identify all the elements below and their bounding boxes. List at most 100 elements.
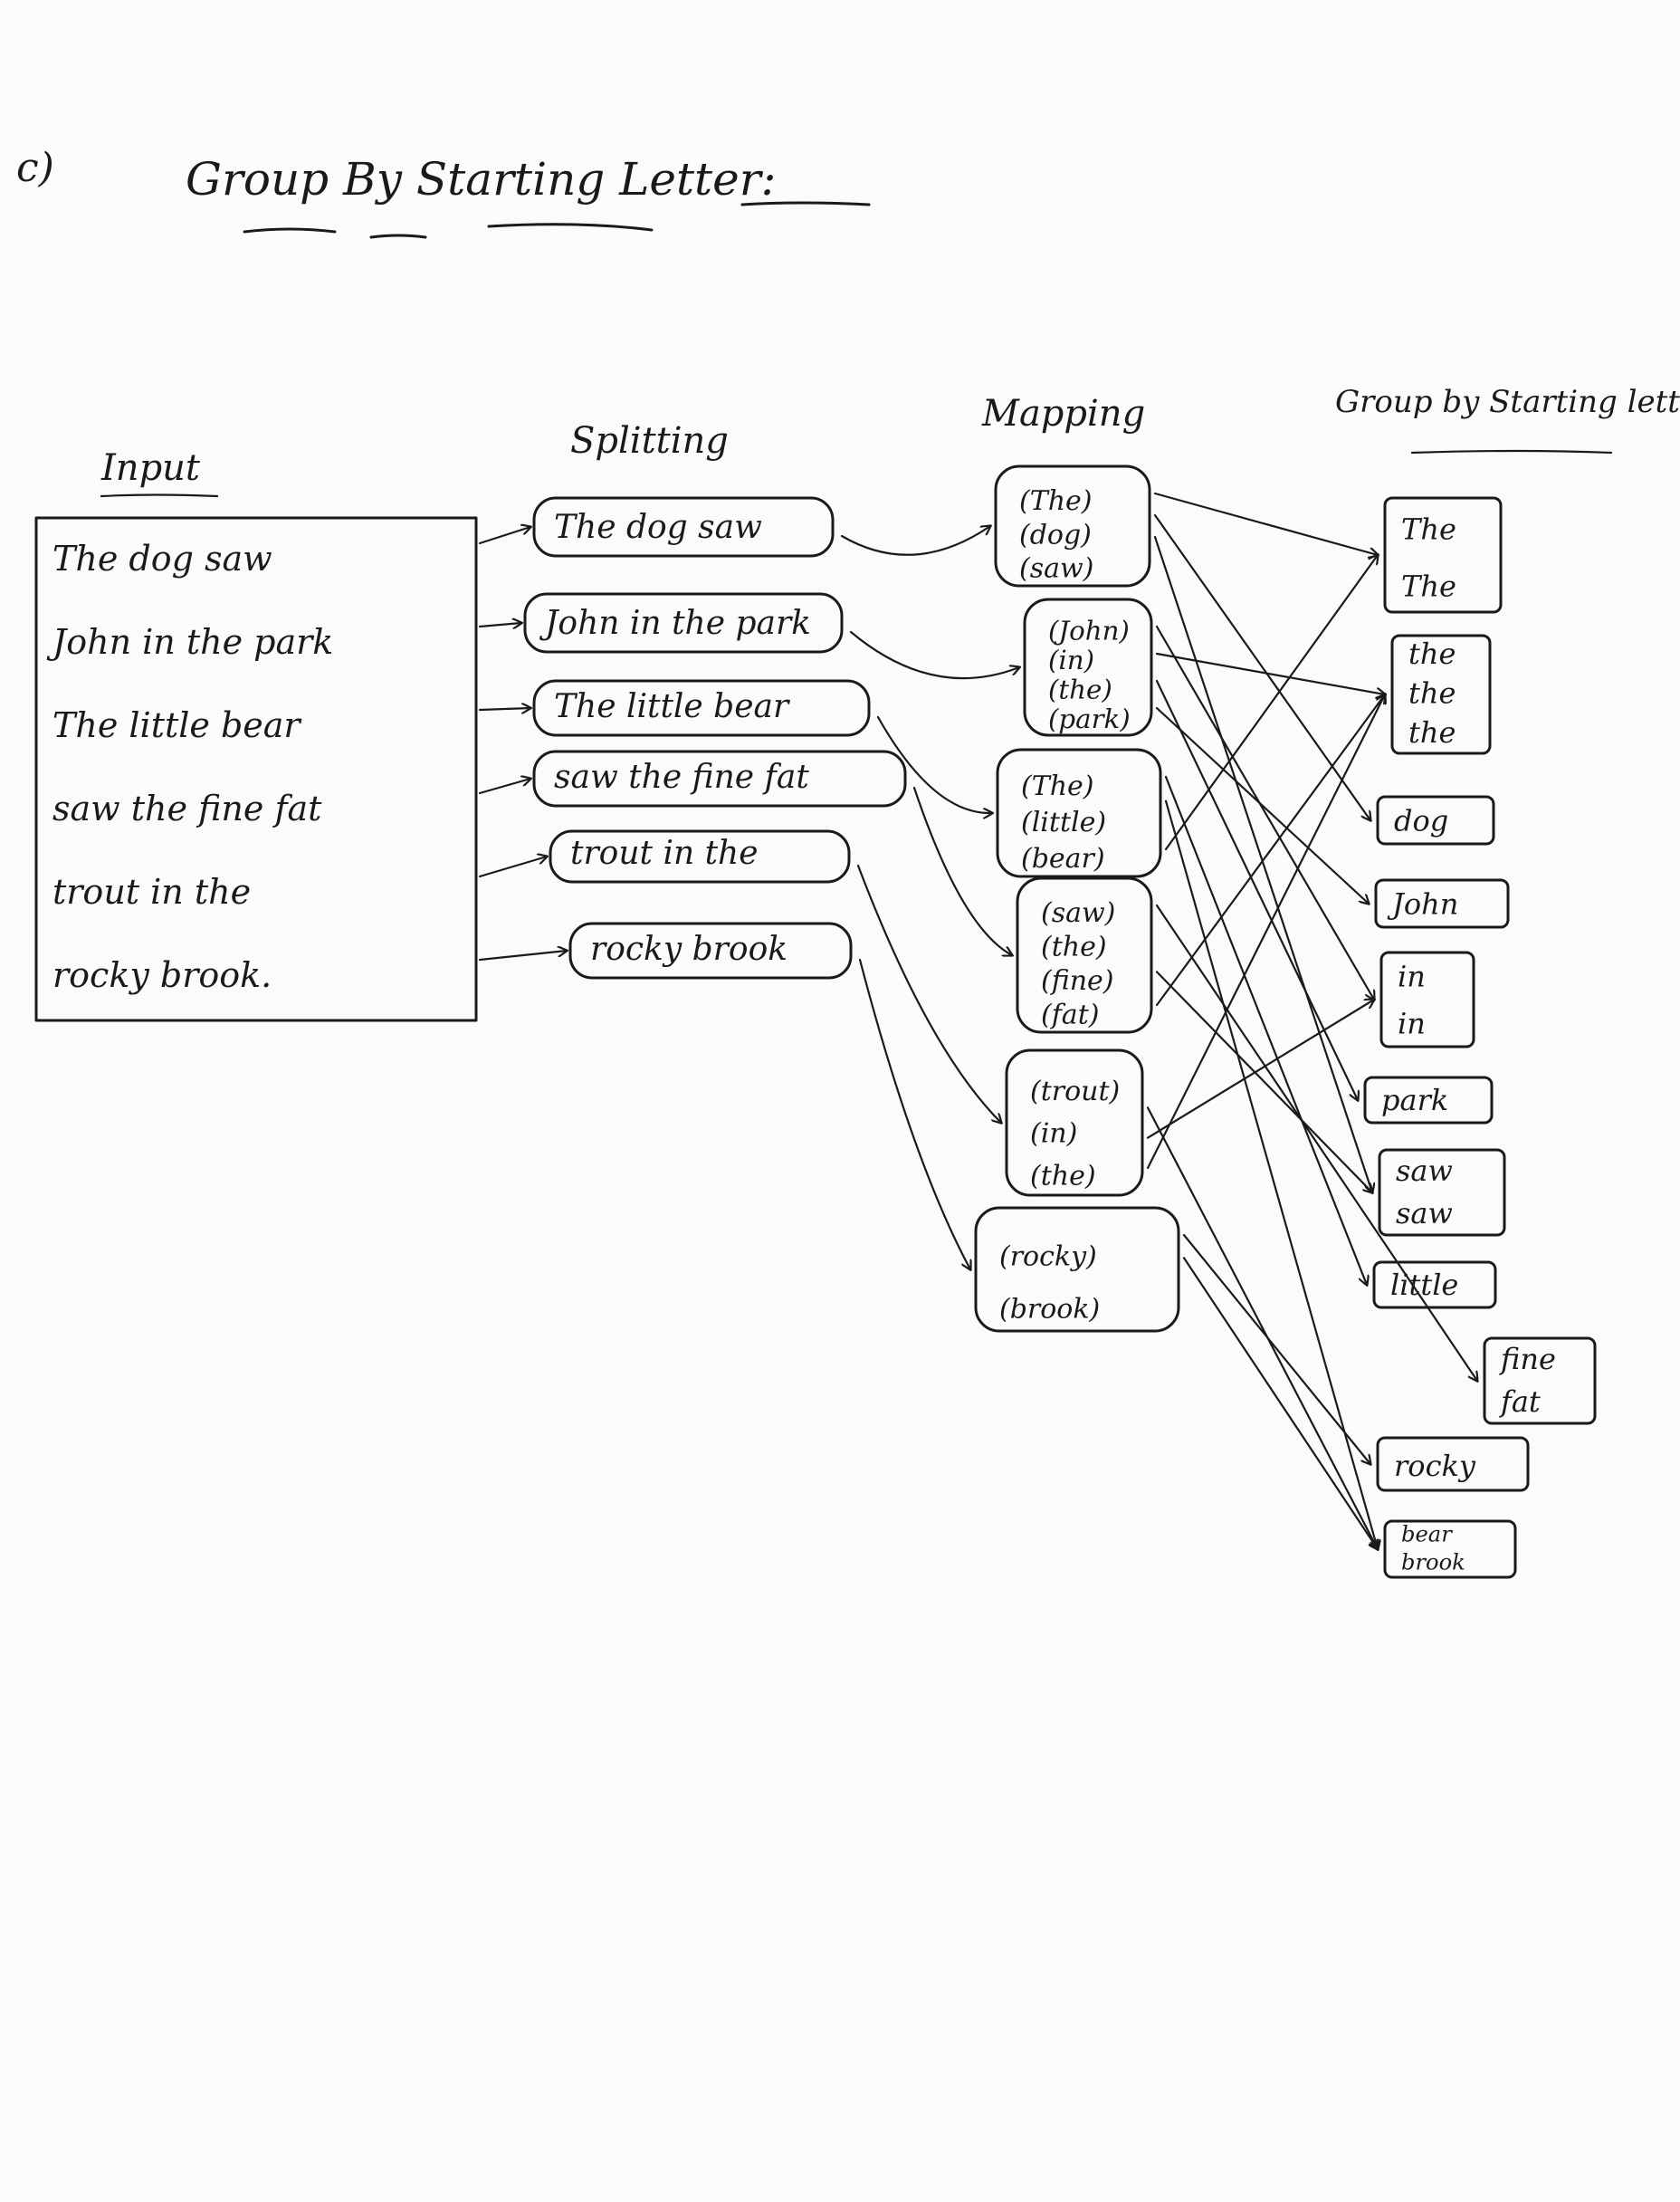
group-word: the (1408, 637, 1456, 671)
group-word: the (1408, 715, 1456, 750)
map-to-group-arrow (1153, 492, 1378, 555)
map-to-group-arrow (1182, 1233, 1370, 1464)
map-to-group-arrow (1155, 706, 1369, 904)
mapping-box (1005, 1048, 1144, 1197)
mapping-pair: (in) (1030, 1118, 1077, 1150)
split-text: saw the fine fat (554, 759, 809, 796)
group-box (1378, 1148, 1506, 1237)
split-to-map-arrow (840, 526, 990, 556)
split-text: rocky brook (590, 931, 788, 968)
mapping-pair: (in) (1048, 645, 1094, 675)
input-to-split-arrow (478, 527, 530, 545)
split-to-map-arrow (858, 958, 970, 1269)
input-line: John in the park (46, 622, 333, 662)
input-header-underline (100, 493, 219, 498)
split-text: The little bear (554, 688, 790, 725)
mapping-header: Mapping (981, 393, 1145, 435)
mapping-pair: (dog) (1019, 519, 1092, 550)
group-word: brook (1401, 1549, 1465, 1575)
map-to-group-arrow (1146, 694, 1385, 1170)
splitting-header: Splitting (570, 420, 729, 462)
map-to-group-arrow (1153, 535, 1372, 1192)
map-to-group-arrow (1146, 1106, 1378, 1549)
mapping-pair: (the) (1041, 932, 1107, 963)
split-to-map-arrow (849, 630, 1019, 680)
group-word: in (1398, 959, 1426, 993)
group-box (1376, 795, 1495, 846)
group-word: John (1387, 886, 1458, 921)
map-to-group-arrow (1164, 799, 1378, 1549)
group-box (1379, 951, 1475, 1048)
input-line: rocky brook. (52, 955, 272, 995)
group-word: little (1390, 1268, 1458, 1302)
mapping-pair: (the) (1048, 674, 1112, 704)
mapping-pair: (John) (1048, 615, 1130, 646)
mapping-box (1016, 876, 1153, 1034)
group-word: bear (1401, 1521, 1453, 1546)
group-word: fine (1499, 1342, 1556, 1376)
input-line: The dog saw (52, 539, 272, 579)
group-box (1372, 1260, 1497, 1309)
group-word: the (1408, 676, 1456, 711)
input-box (34, 516, 478, 1022)
group-word: saw (1396, 1154, 1453, 1188)
grouping-column: TheThethethethedogJohnininparksawsawlitt… (1363, 496, 1597, 1579)
split-pill (549, 829, 851, 884)
map-to-group-arrow (1155, 625, 1374, 1000)
split-to-map-arrow (912, 786, 1012, 955)
group-word: in (1398, 1006, 1426, 1040)
input-to-split-arrow (478, 708, 530, 710)
title-underline (243, 201, 871, 239)
split-to-map-arrow (876, 715, 992, 813)
group-box (1376, 1436, 1530, 1492)
mapping-pair: (the) (1030, 1160, 1096, 1192)
mapping-column: (The)(dog)(saw)(John)(in)(the)(park)(The… (974, 464, 1180, 1333)
mapping-pair: (little) (1021, 807, 1106, 838)
mapping-box (1023, 598, 1153, 737)
group-word: rocky (1394, 1449, 1476, 1483)
input-to-split-arrow (478, 623, 521, 627)
mapping-pair: (saw) (1041, 897, 1115, 929)
split-pill (532, 750, 907, 808)
group-word: The (1401, 569, 1456, 603)
mapping-pair: (fat) (1041, 1000, 1099, 1031)
group-box (1374, 878, 1510, 929)
map-to-group-arrow (1182, 1257, 1378, 1549)
split-pill (523, 592, 844, 654)
split-pill (532, 679, 871, 737)
map-to-group-arrow (1164, 775, 1367, 1285)
mapping-box (974, 1206, 1180, 1333)
mapping-pair: (park) (1048, 704, 1131, 734)
grouping-header: Group by Starting letter (1335, 384, 1680, 420)
group-box (1383, 496, 1503, 614)
page-title: Group By Starting Letter: (186, 153, 777, 206)
mapping-box (996, 748, 1162, 878)
map-to-group-arrow (1164, 555, 1378, 851)
split-text: The dog saw (554, 509, 762, 546)
map-to-group-arrow (1155, 694, 1385, 1007)
group-box (1383, 1519, 1517, 1579)
input-header: Input (100, 447, 201, 489)
input-line: trout in the (52, 872, 251, 912)
map-to-group-arrow (1146, 1000, 1374, 1139)
input-to-split-arrow (478, 951, 567, 962)
grouping-header-underline (1410, 449, 1613, 455)
connector-arrows (840, 492, 1477, 1549)
input-to-split-arrow (478, 779, 530, 795)
group-word: The (1401, 512, 1456, 546)
group-box (1483, 1336, 1597, 1425)
input-line: The little bear (52, 705, 302, 745)
group-word: dog (1394, 803, 1448, 838)
mapping-pair: (bear) (1021, 843, 1105, 875)
mapping-pair: (fine) (1041, 965, 1114, 997)
group-word: saw (1396, 1196, 1453, 1230)
split-text: John in the park (539, 605, 811, 642)
input-line: saw the fine fat (52, 789, 322, 828)
mapping-pair: (The) (1021, 771, 1094, 802)
group-box (1363, 1076, 1494, 1125)
mapping-pair: (The) (1019, 485, 1093, 517)
section-label: c) (16, 145, 54, 191)
